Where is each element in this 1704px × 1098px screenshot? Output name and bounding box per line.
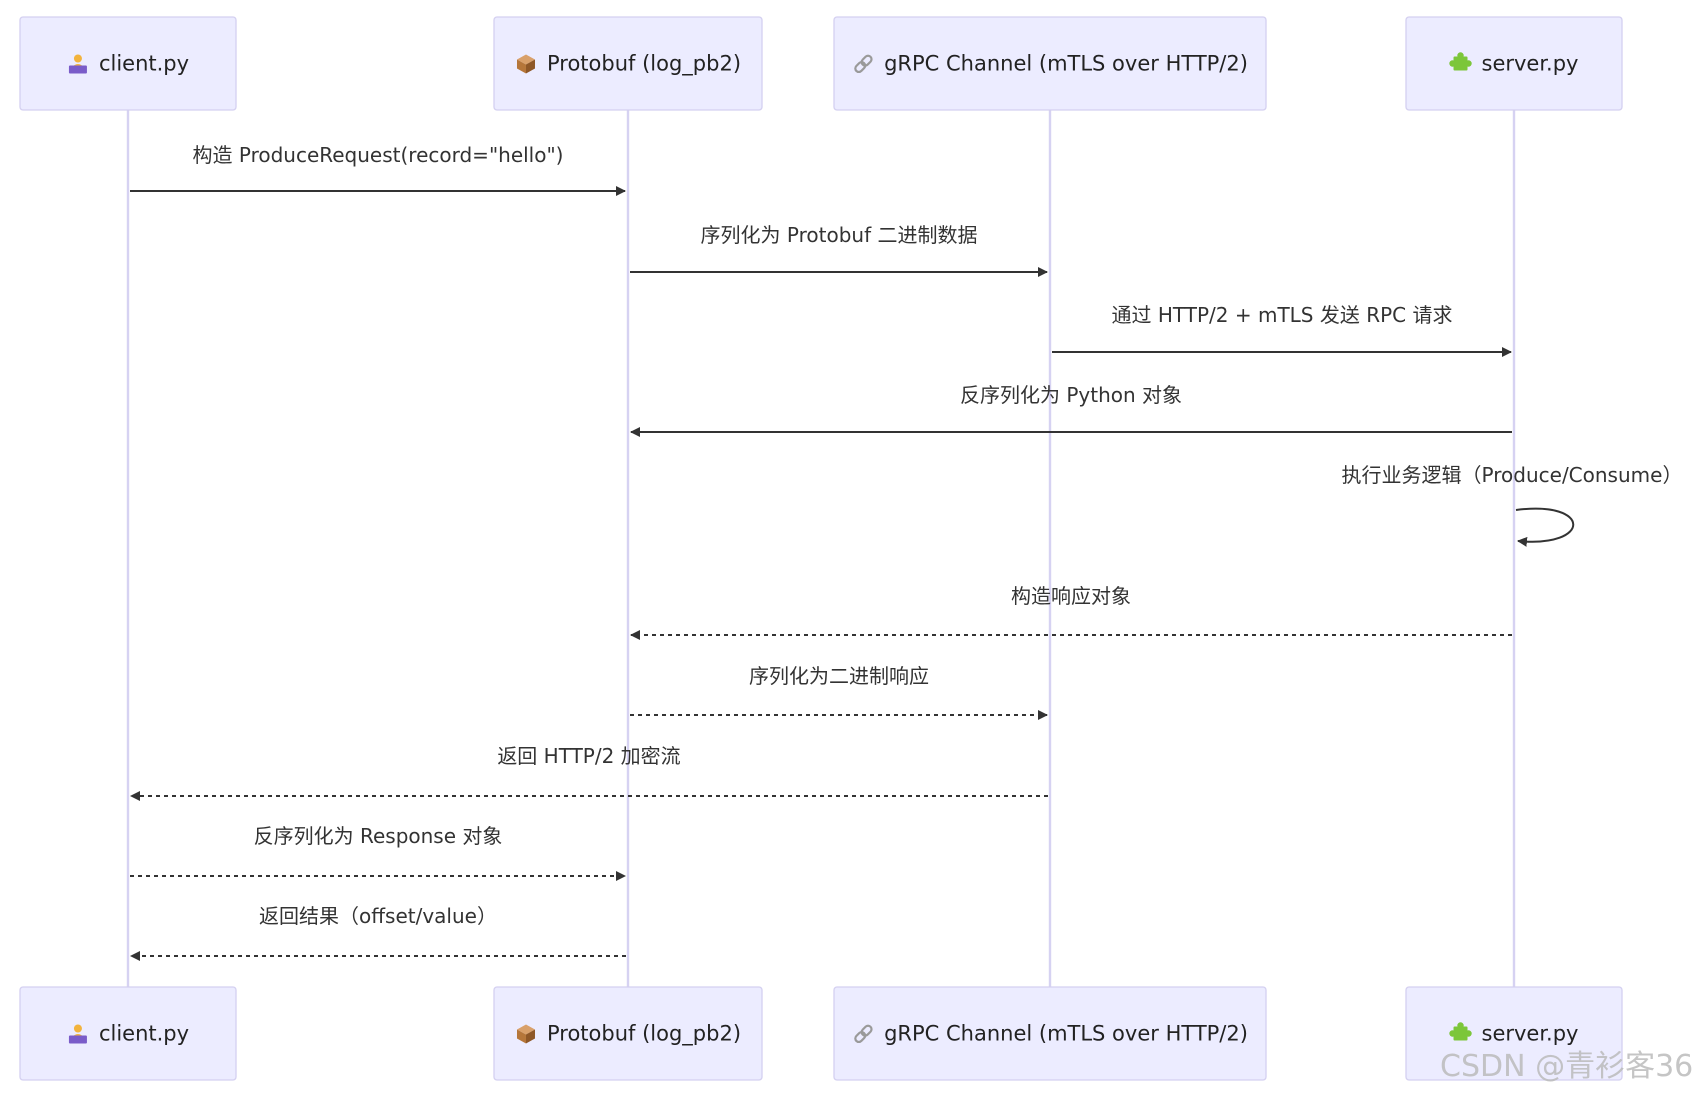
message-9: 反序列化为 Response 对象 bbox=[130, 824, 626, 881]
actor-label: server.py bbox=[1482, 1022, 1579, 1046]
actor-label: server.py bbox=[1482, 52, 1579, 76]
link-icon bbox=[854, 1024, 873, 1044]
watermark-text: CSDN @青衫客36 bbox=[1440, 1049, 1693, 1084]
message-1: 构造 ProduceRequest(record="hello") bbox=[130, 143, 626, 196]
message-4: 反序列化为 Python 对象 bbox=[630, 383, 1512, 437]
person-laptop-icon bbox=[68, 54, 87, 74]
actor-client-py-bottom: client.py bbox=[19, 986, 237, 1081]
message-label: 序列化为二进制响应 bbox=[749, 664, 929, 688]
message-10: 返回结果（offset/value） bbox=[130, 904, 626, 961]
actor-client-py-top: client.py bbox=[19, 16, 237, 111]
message-label: 构造 ProduceRequest(record="hello") bbox=[193, 143, 564, 167]
actor-label: client.py bbox=[99, 52, 189, 76]
message-label: 通过 HTTP/2 + mTLS 发送 RPC 请求 bbox=[1111, 303, 1452, 327]
message-label: 构造响应对象 bbox=[1011, 584, 1131, 608]
actor-label: gRPC Channel (mTLS over HTTP/2) bbox=[884, 1022, 1248, 1046]
message-label: 反序列化为 Python 对象 bbox=[960, 383, 1182, 407]
puzzle-icon bbox=[1449, 1022, 1472, 1041]
actor-grpc-channel-mtls-over-http-2-bottom: gRPC Channel (mTLS over HTTP/2) bbox=[833, 986, 1267, 1081]
message-5: 执行业务逻辑（Produce/Consume） bbox=[1342, 463, 1683, 547]
message-7: 序列化为二进制响应 bbox=[630, 664, 1048, 720]
actor-server-py-top: server.py bbox=[1405, 16, 1623, 111]
message-8: 返回 HTTP/2 加密流 bbox=[130, 744, 1048, 801]
actor-label: Protobuf (log_pb2) bbox=[547, 1022, 741, 1047]
message-label: 序列化为 Protobuf 二进制数据 bbox=[701, 223, 978, 247]
message-2: 序列化为 Protobuf 二进制数据 bbox=[630, 223, 1048, 277]
link-icon bbox=[854, 54, 873, 74]
message-label: 执行业务逻辑（Produce/Consume） bbox=[1342, 463, 1683, 487]
package-icon bbox=[516, 1024, 535, 1044]
message-label: 反序列化为 Response 对象 bbox=[254, 824, 503, 848]
message-label: 返回结果（offset/value） bbox=[259, 904, 497, 928]
actor-label: client.py bbox=[99, 1022, 189, 1046]
actor-protobuf-log-pb2-top: Protobuf (log_pb2) bbox=[493, 16, 763, 111]
message-3: 通过 HTTP/2 + mTLS 发送 RPC 请求 bbox=[1052, 303, 1512, 357]
actor-protobuf-log-pb2-bottom: Protobuf (log_pb2) bbox=[493, 986, 763, 1081]
self-message-arrow bbox=[1515, 507, 1575, 547]
actor-label: Protobuf (log_pb2) bbox=[547, 52, 741, 77]
person-laptop-icon bbox=[68, 1024, 87, 1044]
puzzle-icon bbox=[1449, 52, 1472, 71]
message-label: 返回 HTTP/2 加密流 bbox=[497, 744, 680, 768]
actor-label: gRPC Channel (mTLS over HTTP/2) bbox=[884, 52, 1248, 76]
package-icon bbox=[516, 54, 535, 74]
actor-server-py-bottom: server.py bbox=[1405, 986, 1623, 1081]
actor-grpc-channel-mtls-over-http-2-top: gRPC Channel (mTLS over HTTP/2) bbox=[833, 16, 1267, 111]
message-6: 构造响应对象 bbox=[630, 584, 1512, 640]
